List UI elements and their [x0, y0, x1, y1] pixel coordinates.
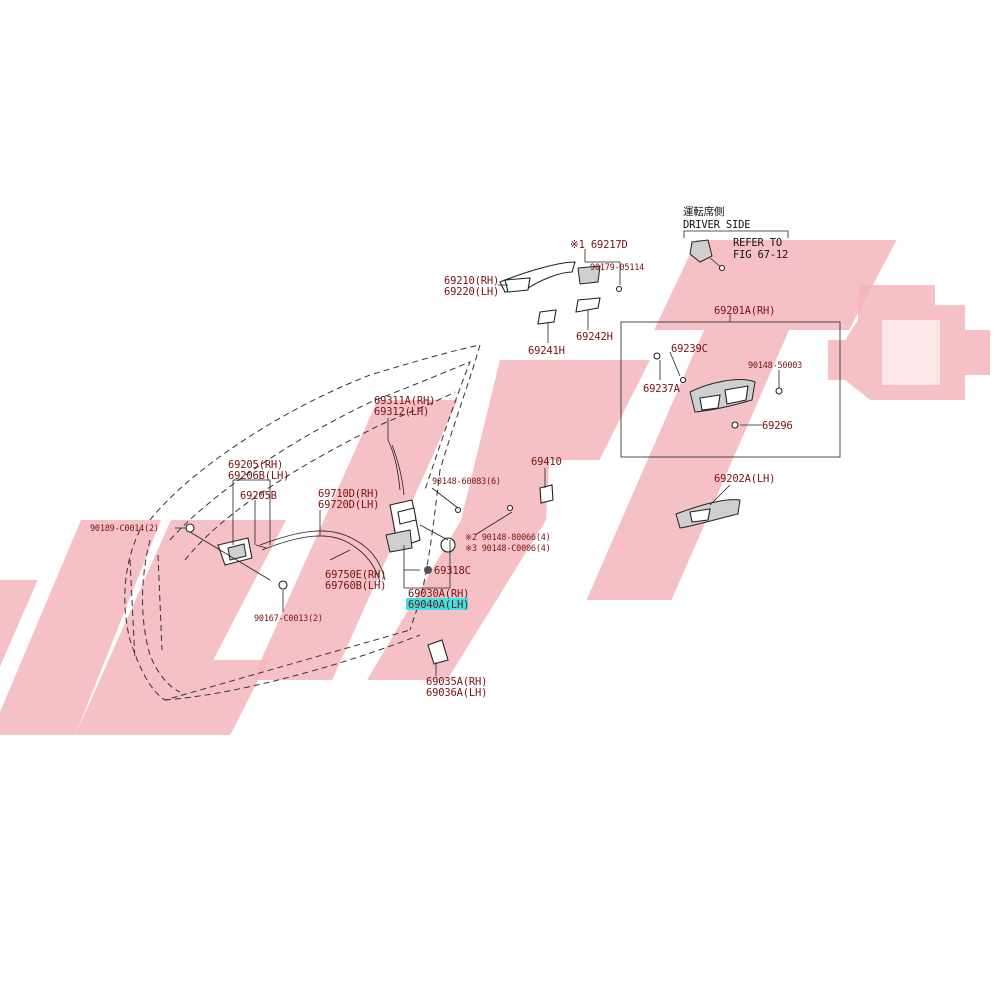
label-69239c[interactable]: 69239C: [671, 343, 708, 355]
label-90148-60083[interactable]: 90148-60083(6): [432, 477, 501, 487]
label-90148-50003[interactable]: 90148-50003: [748, 361, 802, 371]
outside-handle-part: [499, 261, 576, 293]
inset-refer-2: FIG 67-12: [733, 249, 788, 261]
striker-part: [539, 484, 554, 504]
label-69720d[interactable]: 69720D(LH): [318, 499, 379, 511]
clip-part-2: [278, 580, 288, 590]
handle-pad-part: [537, 297, 601, 325]
label-69410[interactable]: 69410: [531, 456, 562, 468]
bolt-part-2: [506, 504, 514, 512]
label-69760b[interactable]: 69760B(LH): [325, 580, 386, 592]
inside-handle-part: [217, 537, 253, 566]
selected-part-highlight: [406, 598, 468, 610]
label-69202a[interactable]: 69202A(LH): [714, 473, 775, 485]
label-69312[interactable]: 69312(LH): [374, 406, 429, 418]
label-69205b[interactable]: 69205B: [240, 490, 277, 502]
label-69201a[interactable]: 69201A(RH): [714, 305, 775, 317]
grommet-part: [440, 537, 456, 553]
label-69030a[interactable]: 69030A(RH): [408, 588, 469, 600]
watermark-logo: [0, 240, 990, 735]
lock-rod: [387, 439, 401, 491]
lock-cylinder-lh-part: [675, 499, 741, 529]
label-69242h[interactable]: 69242H: [576, 331, 613, 343]
leader-lines: [175, 249, 780, 676]
label-90148-c0006[interactable]: ※3 90148-C0006(4): [465, 544, 551, 554]
plug-part: [424, 566, 432, 574]
inset-title-en: DRIVER SIDE: [683, 219, 750, 231]
label-69035a[interactable]: 69035A(RH): [426, 676, 487, 688]
inset-refer-1: REFER TO: [733, 237, 782, 249]
label-69040a[interactable]: 69040A(LH): [408, 599, 469, 611]
label-69241h[interactable]: 69241H: [528, 345, 565, 357]
lock-cylinder-part: [653, 352, 783, 429]
handle-cap-part: [577, 265, 601, 285]
label-69217d[interactable]: ※1 69217D: [570, 239, 628, 251]
label-69205[interactable]: 69205(RH): [228, 459, 283, 471]
clip-part: [185, 523, 195, 533]
label-69296[interactable]: 69296: [762, 420, 793, 432]
label-69750e[interactable]: 69750E(RH): [325, 569, 386, 581]
control-cable: [259, 530, 386, 581]
label-69318c[interactable]: 69318C: [434, 565, 471, 577]
label-69710d[interactable]: 69710D(RH): [318, 488, 379, 500]
door-latch-part: [385, 499, 421, 553]
label-69036a[interactable]: 69036A(LH): [426, 687, 487, 699]
label-90148-80066[interactable]: ※2 90148-80066(4): [465, 533, 551, 543]
driver-side-inset: [683, 230, 789, 272]
screw-part: [615, 285, 623, 293]
label-90179-05114[interactable]: 90179-05114: [590, 263, 644, 273]
inset-title-jp: 運転席側: [683, 205, 724, 218]
label-69220[interactable]: 69220(LH): [444, 286, 499, 298]
door-outline: [124, 344, 481, 701]
bolt-part: [454, 506, 462, 514]
callout-labels: 運転席側 DRIVER SIDE REFER TO FIG 67-12 ※1 6…: [90, 205, 802, 699]
label-69311a[interactable]: 69311A(RH): [374, 395, 435, 407]
label-90167-c0013[interactable]: 90167-C0013(2): [254, 614, 323, 624]
label-69206b[interactable]: 69206B(LH): [228, 470, 289, 482]
open-rod-part: [427, 639, 449, 665]
label-90189-c0014[interactable]: 90189-C0014(2): [90, 524, 159, 534]
label-69237a[interactable]: 69237A: [643, 383, 681, 395]
label-69210[interactable]: 69210(RH): [444, 275, 499, 287]
assembly-box: [620, 321, 841, 458]
